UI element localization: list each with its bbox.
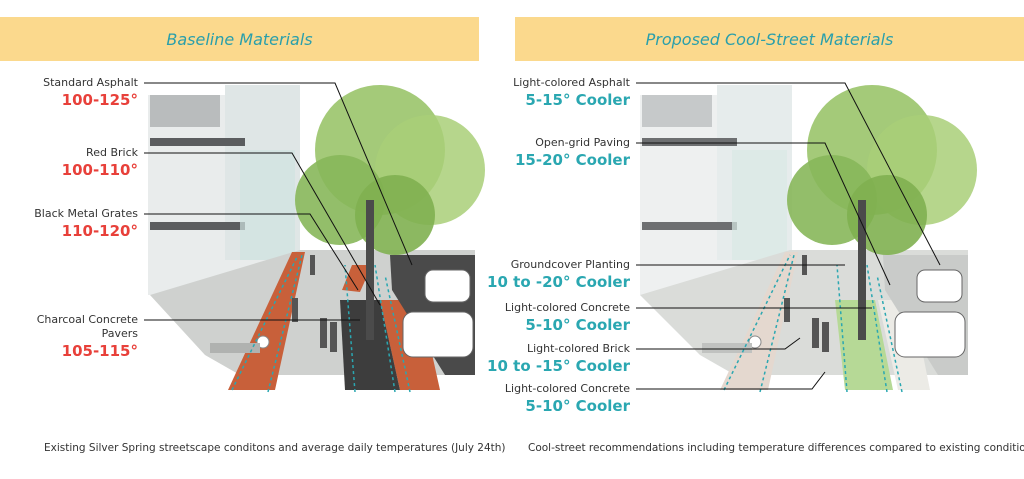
callout-temperature: 100-125° <box>61 91 138 109</box>
callout-light-concrete-1: Light-colored Concrete 5-10° Cooler <box>505 301 630 335</box>
callout-groundcover-planting: Groundcover Planting 10 to -20° Cooler <box>487 258 630 292</box>
baseline-title: Baseline Materials <box>166 29 313 49</box>
baseline-caption: Existing Silver Spring streetscape condi… <box>44 442 506 454</box>
callout-standard-asphalt: Standard Asphalt 100-125° <box>43 76 138 110</box>
callout-label: Light-colored Asphalt <box>513 76 630 89</box>
callout-red-brick: Red Brick 100-110° <box>62 146 138 180</box>
callout-light-concrete-2: Light-colored Concrete 5-10° Cooler <box>505 382 630 416</box>
callout-cooling: 10 to -20° Cooler <box>487 273 630 291</box>
callout-label: Light-colored Brick <box>526 342 630 355</box>
callout-label: Black Metal Grates <box>34 207 138 220</box>
callout-label: Groundcover Planting <box>510 258 630 271</box>
callout-temperature: 105-115° <box>61 342 138 360</box>
callout-label: Light-colored Concrete <box>504 382 630 395</box>
callout-label: Charcoal Concrete <box>36 313 138 326</box>
proposed-title: Proposed Cool-Street Materials <box>645 29 894 49</box>
callout-cooling: 15-20° Cooler <box>514 151 630 169</box>
callout-label-line2: Pavers <box>101 327 138 340</box>
callout-label: Red Brick <box>86 146 138 159</box>
callout-light-brick: Light-colored Brick 10 to -15° Cooler <box>487 342 630 376</box>
baseline-streetscape-illustration <box>144 82 485 393</box>
proposed-caption: Cool-street recommendations including te… <box>528 442 1024 454</box>
callout-temperature: 110-120° <box>61 222 138 240</box>
callout-label: Open-grid Paving <box>535 136 630 149</box>
callout-open-grid-paving: Open-grid Paving 15-20° Cooler <box>515 136 630 170</box>
callout-cooling: 5-15° Cooler <box>525 91 630 109</box>
callout-label: Light-colored Concrete <box>504 301 630 314</box>
callout-cooling: 5-10° Cooler <box>525 316 630 334</box>
callout-black-metal-grates: Black Metal Grates 110-120° <box>34 207 138 241</box>
proposed-streetscape-illustration <box>636 82 977 393</box>
callout-cooling: 10 to -15° Cooler <box>487 357 630 375</box>
callout-temperature: 100-110° <box>61 161 138 179</box>
callout-cooling: 5-10° Cooler <box>525 397 630 415</box>
callout-label: Standard Asphalt <box>43 76 138 89</box>
proposed-header: Proposed Cool-Street Materials <box>515 17 1024 61</box>
callout-charcoal-concrete-pavers: Charcoal Concrete Pavers 105-115° <box>37 313 138 361</box>
baseline-header: Baseline Materials <box>0 17 479 61</box>
callout-light-asphalt: Light-colored Asphalt 5-15° Cooler <box>513 76 630 110</box>
